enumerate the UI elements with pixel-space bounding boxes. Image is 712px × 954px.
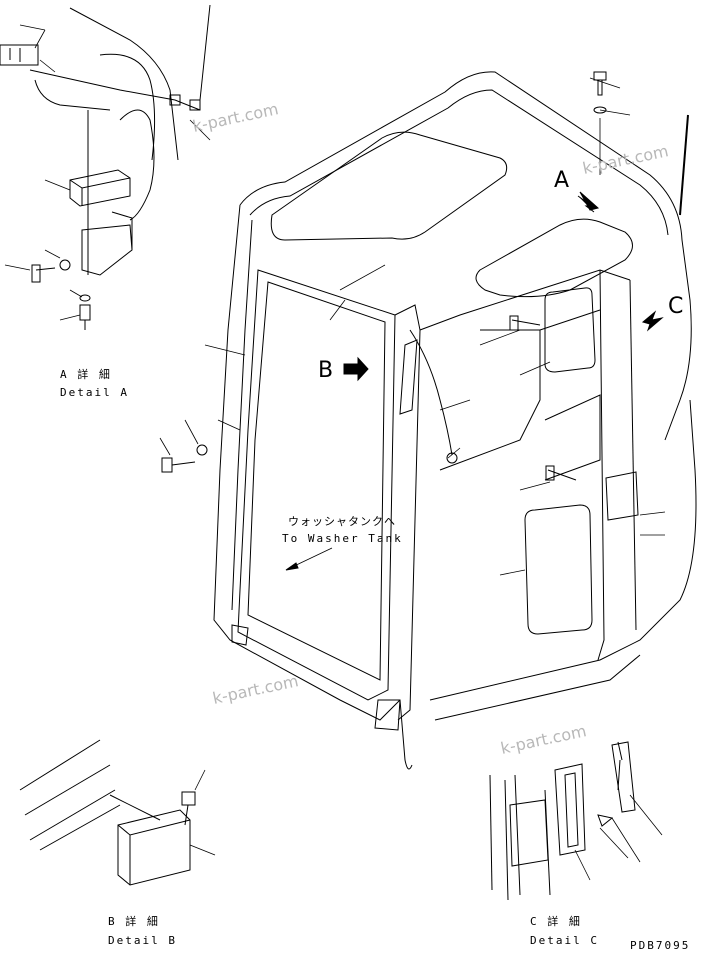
detail-c-drawing [489, 741, 663, 901]
leader-lines [204, 77, 666, 576]
arrow-c-icon [641, 310, 664, 332]
detail-a-en: Detail A [60, 386, 129, 399]
washer-note-jp: ウォッシャタンクへ [288, 515, 396, 528]
cab-frame [213, 71, 697, 770]
callout-b: B [318, 358, 334, 383]
callout-c: C [668, 294, 684, 319]
detail-a-drawing [0, 4, 211, 330]
callout-a: A [554, 168, 570, 193]
arrow-a-icon [577, 191, 600, 213]
detail-b-en: Detail B [108, 934, 177, 947]
detail-c-jp: C 詳 細 [530, 915, 582, 928]
side-bolt [159, 419, 208, 473]
drawing-code: PDB7095 [630, 939, 691, 952]
detail-b-drawing [19, 739, 216, 886]
detail-a-jp: A 詳 細 [60, 368, 112, 381]
washer-tank-arrow-icon [285, 562, 299, 571]
antenna [679, 114, 689, 216]
arrow-b-icon [343, 356, 369, 382]
washer-note-en: To Washer Tank [282, 532, 403, 545]
detail-c-en: Detail C [530, 934, 599, 947]
detail-b-jp: B 詳 細 [108, 915, 160, 928]
bolt-top [593, 71, 607, 114]
